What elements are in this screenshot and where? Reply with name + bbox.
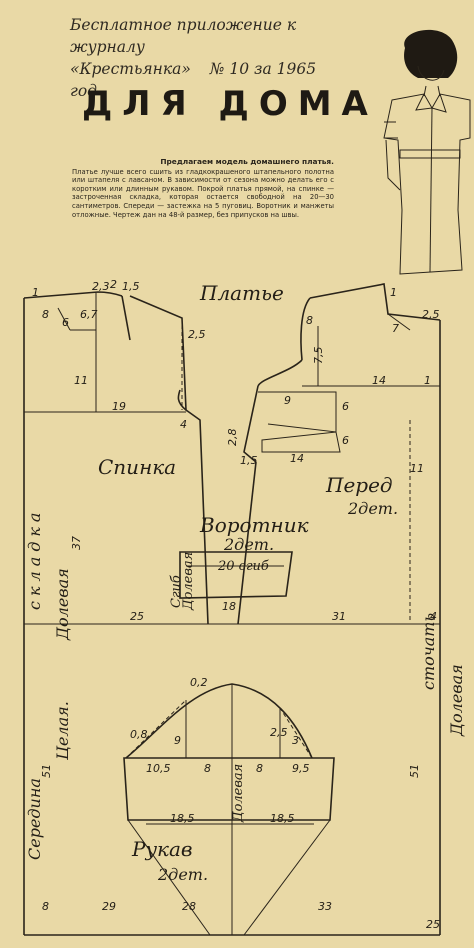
m-9a: 9 (284, 394, 291, 407)
label-fold-grain: Сгиб (169, 575, 184, 608)
label-collar-fold: 20 сгиб (217, 559, 269, 574)
label-dress: Платье (199, 281, 284, 305)
m-8e: 8 (42, 900, 49, 913)
label-front-count: 2дет. (347, 499, 398, 518)
m-51a: 51 (40, 764, 53, 778)
m-51b: 51 (408, 764, 421, 778)
m-31: 31 (332, 610, 346, 623)
m-8c: 8 (204, 762, 211, 775)
m-28b: 28 (182, 900, 196, 913)
journal-header: Бесплатное приложение к журналу «Крестья… (70, 14, 360, 102)
label-side-grain: Долевая (53, 568, 72, 641)
label-back: Спинка (98, 455, 176, 479)
label-collar-count: 2дет. (223, 535, 274, 554)
m-67: 6,7 (80, 308, 98, 321)
m-25c: 2,5 (422, 308, 440, 321)
m-6c: 6 (342, 434, 349, 447)
label-collar: Воротник (199, 513, 309, 537)
description-intro: Предлагаем модель домашнего платья. (160, 157, 334, 166)
label-side-fold: складка (25, 508, 44, 610)
m-02: 0,2 (190, 676, 208, 689)
label-sleeve-grain: Долевая (231, 764, 246, 823)
m-25a: 2,5 (188, 328, 206, 341)
m-4b: 4 (430, 610, 437, 623)
label-front: Перед (325, 473, 393, 497)
m-6b: 6 (342, 400, 349, 413)
m-18: 18 (222, 600, 236, 613)
m-28: 2,8 (226, 429, 239, 447)
model-illustration (383, 29, 471, 275)
header-issue: № 10 за 1965 год (70, 60, 317, 100)
m-11a: 11 (74, 374, 88, 387)
m-37: 37 (70, 536, 83, 550)
description-body: Платье лучше всего сшить из гладкокрашен… (72, 167, 334, 219)
m-75: 7,5 (312, 347, 325, 365)
m-185b: 18,5 (270, 812, 295, 825)
label-side-whole: Целая. (53, 701, 72, 761)
m-33: 33 (318, 900, 332, 913)
m-1c: 1 (424, 374, 431, 387)
m-23: 2,3 (92, 280, 110, 293)
m-4a: 4 (180, 418, 187, 431)
m-185a: 18,5 (170, 812, 195, 825)
m-15: 1,5 (122, 280, 140, 293)
description: Предлагаем модель домашнего платья. Плат… (72, 157, 334, 219)
m-29: 29 (102, 900, 116, 913)
m-14b: 14 (290, 452, 304, 465)
m-25e: 25 (426, 918, 440, 931)
m-8a: 8 (42, 308, 49, 321)
label-right-seam: сточать (419, 613, 438, 690)
label-fold-grain2: Долевая (181, 552, 196, 611)
measurements: 8 6 6,7 2,3 2 1,5 1 2,5 11 19 4 37 25 18… (32, 278, 440, 931)
page-title: ДЛЯ ДОМА (82, 84, 378, 124)
header-journal: «Крестьянка» (70, 60, 191, 78)
collar-piece (179, 551, 293, 599)
m-25d: 2,5 (270, 726, 288, 739)
sleeve-piece (123, 683, 335, 936)
m-9b: 9 (174, 734, 181, 747)
label-sleeve-count: 2дет. (157, 865, 208, 884)
m-8d: 8 (256, 762, 263, 775)
m-95: 9,5 (292, 762, 310, 775)
m-25b: 25 (130, 610, 144, 623)
m-19: 19 (112, 400, 126, 413)
m-15b: 1,5 (240, 454, 258, 467)
header-line1: Бесплатное приложение к журналу (70, 16, 297, 56)
label-side-mid: Середина (25, 778, 44, 860)
m-1a: 1 (32, 286, 39, 299)
m-105: 10,5 (146, 762, 171, 775)
label-right-grain: Долевая (447, 664, 466, 737)
m-11b: 11 (410, 462, 424, 475)
m-2: 2 (110, 278, 117, 291)
back-piece (23, 291, 209, 625)
m-14: 14 (372, 374, 386, 387)
label-sleeve: Рукав (131, 837, 193, 861)
m-1b: 1 (390, 286, 397, 299)
m-6: 6 (62, 316, 69, 329)
m-7: 7 (392, 322, 399, 335)
frame-lines (23, 298, 441, 936)
m-3: 3 (292, 734, 299, 747)
m-08: 0,8 (130, 728, 148, 741)
m-8b: 8 (306, 314, 313, 327)
